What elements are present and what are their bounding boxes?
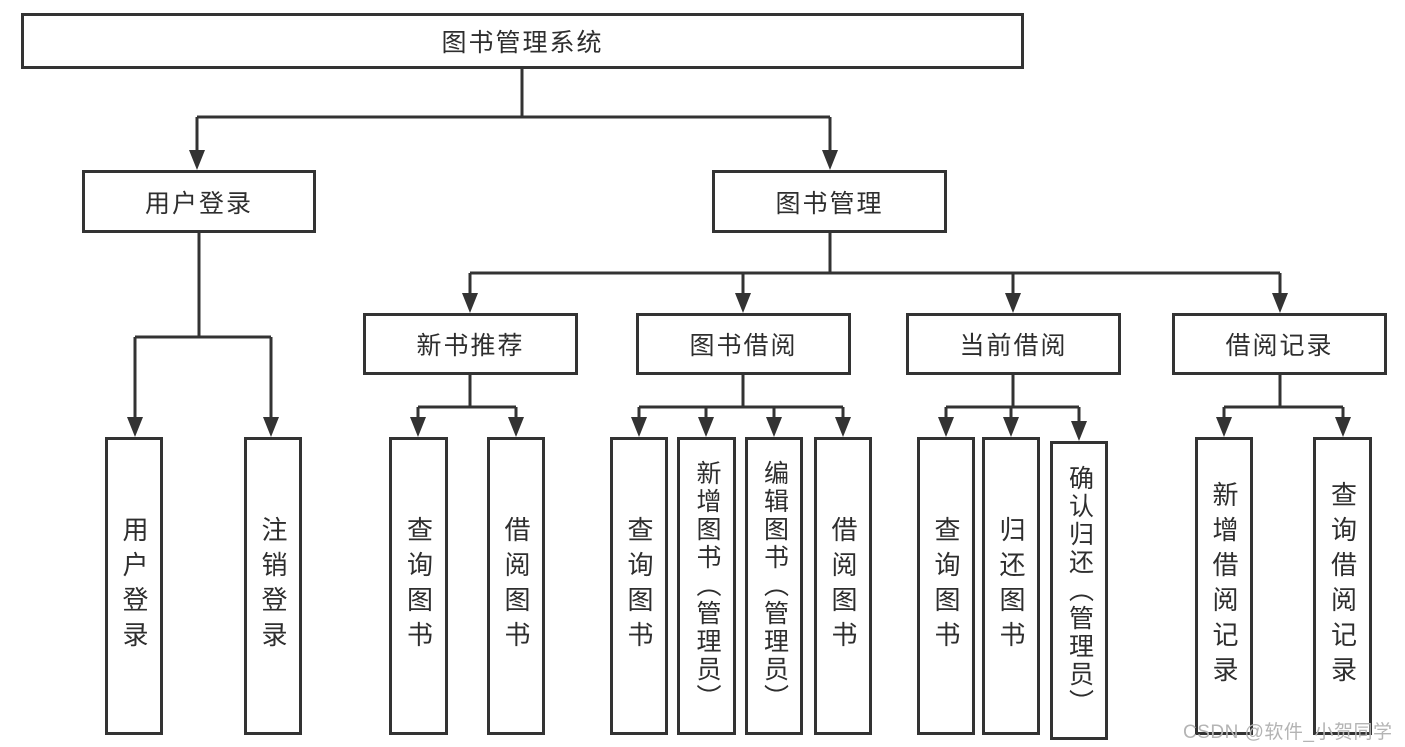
leaf-return-books-label: 归还图书 — [996, 516, 1026, 656]
leaf-query-books-borrow-label: 查询图书 — [624, 516, 654, 656]
leaf-user-login-label: 用户登录 — [119, 516, 149, 656]
leaf-query-books-current: 查询图书 — [917, 437, 975, 735]
leaf-borrow-books: 借阅图书 — [814, 437, 872, 735]
leaf-add-borrow-record-label: 新增借阅记录 — [1209, 481, 1239, 691]
leaf-query-borrow-record: 查询借阅记录 — [1313, 437, 1372, 735]
leaf-borrow-books-recommend-label: 借阅图书 — [501, 516, 531, 656]
leaf-borrow-books-label: 借阅图书 — [828, 516, 858, 656]
node-book-management-label: 图书管理 — [775, 189, 884, 218]
node-current-borrow: 当前借阅 — [906, 313, 1121, 375]
node-root-label: 图书管理系统 — [441, 29, 604, 57]
leaf-query-books-current-label: 查询图书 — [931, 516, 961, 656]
node-user-login: 用户登录 — [82, 170, 316, 233]
leaf-logout-label: 注销登录 — [258, 516, 288, 656]
leaf-add-book-admin: 新增图书（管理员） — [677, 437, 736, 735]
node-borrow-records: 借阅记录 — [1172, 313, 1387, 375]
node-new-book-recommend: 新书推荐 — [363, 313, 578, 375]
leaf-query-borrow-record-label: 查询借阅记录 — [1327, 481, 1358, 691]
node-book-borrow: 图书借阅 — [636, 313, 851, 375]
node-book-borrow-label: 图书借阅 — [689, 332, 798, 360]
node-borrow-records-label: 借阅记录 — [1225, 332, 1334, 360]
node-new-book-recommend-label: 新书推荐 — [416, 332, 525, 360]
leaf-query-books-recommend-label: 查询图书 — [403, 516, 434, 656]
leaf-edit-book-admin-label: 编辑图书（管理员） — [760, 460, 789, 712]
leaf-return-books: 归还图书 — [982, 437, 1040, 735]
watermark: CSDN @软件_小贺同学 — [1183, 722, 1393, 743]
leaf-query-books-borrow: 查询图书 — [610, 437, 668, 735]
leaf-user-login: 用户登录 — [105, 437, 163, 735]
leaf-confirm-return-admin: 确认归还（管理员） — [1050, 441, 1108, 740]
leaf-confirm-return-admin-label: 确认归还（管理员） — [1065, 464, 1094, 717]
leaf-query-books-recommend: 查询图书 — [389, 437, 448, 735]
node-current-borrow-label: 当前借阅 — [959, 332, 1068, 360]
node-root: 图书管理系统 — [21, 13, 1024, 69]
leaf-add-book-admin-label: 新增图书（管理员） — [693, 460, 721, 712]
node-book-management: 图书管理 — [712, 170, 947, 233]
leaf-borrow-books-recommend: 借阅图书 — [487, 437, 545, 735]
node-user-login-label: 用户登录 — [144, 189, 253, 218]
leaf-add-borrow-record: 新增借阅记录 — [1195, 437, 1253, 735]
leaf-edit-book-admin: 编辑图书（管理员） — [745, 437, 803, 735]
leaf-logout: 注销登录 — [244, 437, 302, 735]
